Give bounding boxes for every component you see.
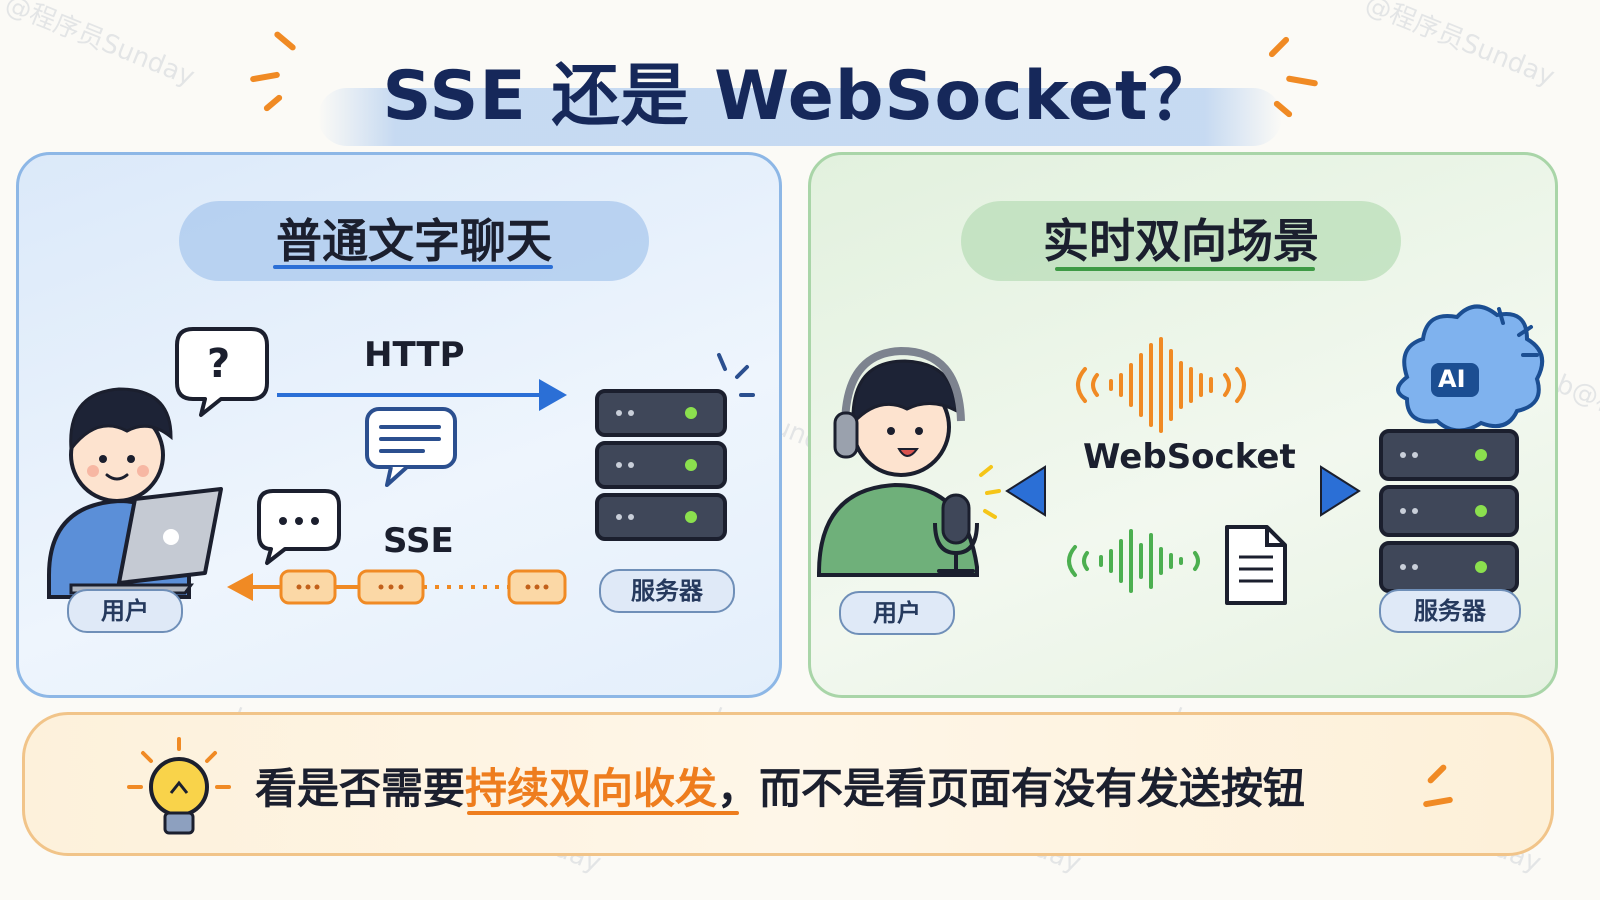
server-icon xyxy=(595,353,755,541)
spark-decoration xyxy=(1426,763,1448,785)
ai-brain-icon xyxy=(1396,304,1545,433)
laptop-icon xyxy=(69,487,223,595)
server-tag: 服务器 xyxy=(1379,589,1521,633)
heading-underline xyxy=(273,265,553,269)
page-title: SSE 还是 WebSocket？ xyxy=(382,57,1218,136)
user-tag: 用户 xyxy=(67,589,183,633)
spark-decoration xyxy=(273,30,297,52)
left-diagram xyxy=(47,327,755,605)
conclusion-prefix: 看是否需要 xyxy=(255,764,466,813)
watermark: @程序员Sunday xyxy=(1360,0,1559,93)
user-headphones-icon xyxy=(817,346,979,577)
typing-bubble-icon xyxy=(257,489,341,565)
document-icon xyxy=(1225,525,1287,605)
server-tag: 服务器 xyxy=(599,569,735,613)
conclusion-suffix: ，而不是看页面有没有发送按钮 xyxy=(717,764,1306,813)
panel-realtime-duplex: 实时双向场景 xyxy=(808,152,1558,698)
http-label: HTTP xyxy=(364,335,465,375)
user-tag: 用户 xyxy=(839,591,955,635)
panel-plain-text-chat: 普通文字聊天 xyxy=(16,152,782,698)
watermark: @程序员Sunday xyxy=(0,0,199,93)
microphone-icon xyxy=(933,465,1001,573)
highlight-underline xyxy=(467,811,739,815)
message-bubble-icon xyxy=(365,407,457,487)
title-highlight xyxy=(318,88,1282,146)
question-bubble-icon xyxy=(175,327,269,417)
title-area: SSE 还是 WebSocket？ xyxy=(318,30,1282,146)
lightbulb-icon xyxy=(127,737,231,835)
audio-wave-icon xyxy=(1076,337,1246,433)
spark-decoration xyxy=(262,93,284,113)
server-icon xyxy=(1379,429,1519,593)
conclusion-highlight: 持续双向收发 xyxy=(465,764,718,813)
heading-underline xyxy=(1055,267,1315,271)
conclusion-banner: 看是否需要持续双向收发，而不是看页面有没有发送按钮 xyxy=(22,712,1554,856)
spark-decoration xyxy=(249,71,281,83)
ai-label: AI xyxy=(1438,365,1466,393)
question-mark: ? xyxy=(207,341,231,387)
sse-label: SSE xyxy=(383,521,454,561)
panel-heading: 普通文字聊天 xyxy=(179,201,649,281)
websocket-label: WebSocket xyxy=(1083,437,1296,477)
conclusion-text: 看是否需要持续双向收发，而不是看页面有没有发送按钮 xyxy=(255,755,1305,816)
spark-decoration xyxy=(1422,796,1454,808)
sse-stream xyxy=(227,569,567,605)
spark-decoration xyxy=(1285,75,1319,87)
voice-wave-icon xyxy=(1067,529,1200,593)
right-diagram xyxy=(817,304,1545,605)
